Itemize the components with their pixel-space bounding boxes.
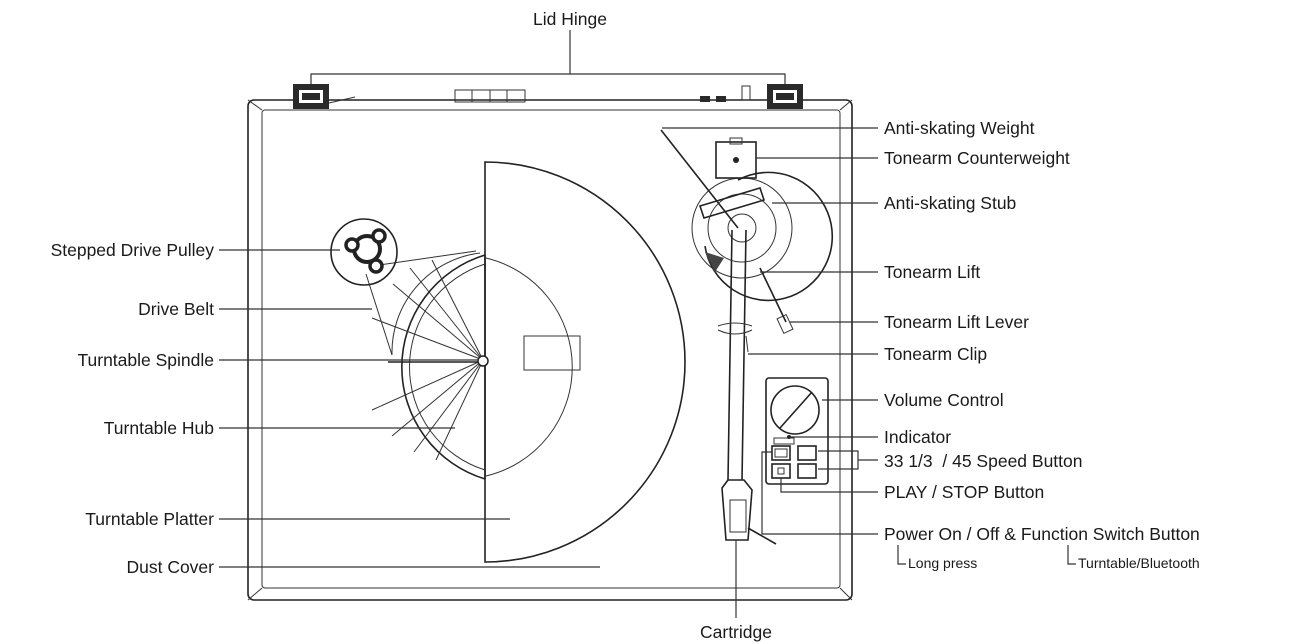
turntable-hub-shape [371,259,489,461]
label-volume-control: Volume Control [884,390,1004,410]
power-button [771,445,791,461]
label-turntable-platter: Turntable Platter [85,509,214,529]
label-turntable-hub: Turntable Hub [104,418,214,438]
speed-33-button [797,445,817,461]
label-indicator: Indicator [884,427,951,447]
speed-45-button [797,463,817,479]
outer-plinth [247,99,853,601]
rear-connectors [454,85,751,103]
label-power-button: Power On / Off & Function Switch Button [884,524,1200,544]
label-anti-skating-weight: Anti-skating Weight [884,118,1035,138]
stepped-drive-pulley-shape [330,218,398,286]
label-lid-hinge: Lid Hinge [533,9,607,29]
label-tonearm-lift: Tonearm Lift [884,262,980,282]
headshell [721,479,753,541]
label-long-press: Long press [908,555,977,571]
label-anti-skating-stub: Anti-skating Stub [884,193,1016,213]
label-tonearm-counterweight: Tonearm Counterweight [884,148,1070,168]
label-drive-belt: Drive Belt [138,299,214,319]
label-turntable-bluetooth: Turntable/Bluetooth [1078,555,1200,571]
turntable-platter-shape [401,254,581,480]
drive-belt-shape [365,250,481,356]
label-play-stop-button: PLAY / STOP Button [884,482,1044,502]
label-speed-button: 33 1/3 / 45 Speed Button [884,451,1083,471]
dust-cover-shape [484,161,686,563]
label-cartridge: Cartridge [700,622,772,642]
inner-plinth [261,109,841,589]
label-dust-cover: Dust Cover [126,557,214,577]
volume-knob [770,385,820,435]
leader-lines [219,30,1076,618]
counterweight [715,141,757,179]
control-panel [765,377,829,485]
label-tonearm-clip: Tonearm Clip [884,344,987,364]
lid-hinges [293,84,803,109]
spindle [477,355,489,367]
turntable-body [247,99,853,601]
label-turntable-spindle: Turntable Spindle [77,350,214,370]
play-stop-button [771,463,791,479]
label-stepped-drive-pulley: Stepped Drive Pulley [51,240,215,260]
tonearm-assembly [660,129,834,545]
label-tonearm-lift-lever: Tonearm Lift Lever [884,312,1029,332]
labels: Lid Hinge Anti-skating Weight Tonearm Co… [51,9,1200,642]
